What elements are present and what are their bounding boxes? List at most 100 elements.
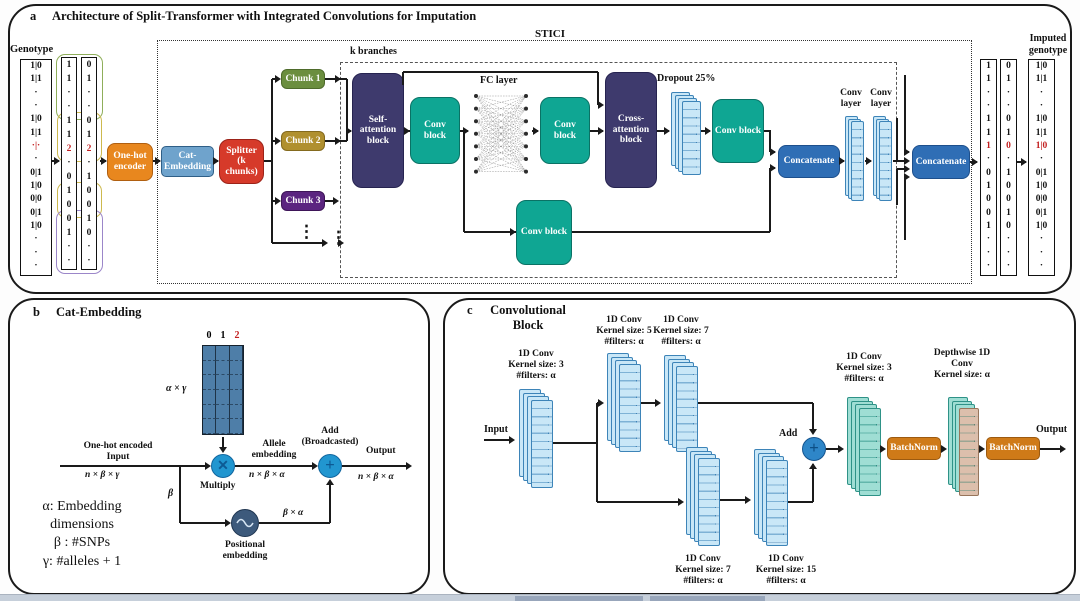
output-label-b: Output bbox=[366, 446, 396, 456]
cell-value: 1 bbox=[986, 221, 991, 232]
cell-value: 1 bbox=[86, 130, 92, 140]
cell-value: 1 bbox=[220, 330, 226, 341]
connector-line bbox=[325, 200, 337, 202]
stack-layer bbox=[859, 407, 881, 496]
multiply-label: Multiply bbox=[200, 481, 236, 491]
fc-layer-label: FC layer bbox=[480, 75, 518, 86]
connector-line bbox=[698, 402, 813, 404]
cell-value: 1|0 bbox=[30, 221, 42, 232]
cell-value: 0 bbox=[1006, 181, 1011, 192]
arrowhead bbox=[978, 445, 985, 453]
arrowhead bbox=[405, 462, 412, 470]
cell-value: 0|1 bbox=[1035, 207, 1048, 218]
cell-value: 0 bbox=[66, 214, 72, 224]
cell-value: 1 bbox=[1006, 207, 1011, 218]
cell-value: 1|1 bbox=[1035, 74, 1048, 85]
positional-embedding-node bbox=[231, 509, 259, 537]
arrowhead bbox=[219, 446, 227, 453]
cell-value: 1 bbox=[986, 61, 991, 71]
cell-value: 1 bbox=[1006, 74, 1011, 85]
matrix-cell bbox=[229, 419, 243, 434]
panel-c-letter: c bbox=[467, 303, 473, 317]
cell-value: 1|0 bbox=[1035, 141, 1048, 152]
matrix-cell bbox=[203, 360, 217, 376]
cell-value: · bbox=[87, 158, 91, 168]
arrowhead bbox=[53, 157, 60, 165]
cell-value: 1 bbox=[1006, 167, 1011, 178]
cell-value: 1 bbox=[66, 60, 72, 70]
beta-alpha-label: β × α bbox=[283, 508, 304, 518]
arrowhead bbox=[403, 127, 410, 135]
cell-value: · bbox=[986, 234, 991, 245]
connector-line bbox=[264, 160, 272, 162]
k-branches-label: k branches bbox=[350, 46, 397, 57]
panel-a-letter: a bbox=[30, 9, 37, 23]
self-attention-block: Self-attention block bbox=[352, 73, 404, 188]
cell-value: · bbox=[986, 261, 991, 272]
arrowhead bbox=[654, 399, 661, 407]
connector-line bbox=[402, 72, 404, 85]
connector-line bbox=[553, 442, 597, 444]
connector-line bbox=[904, 75, 906, 152]
cell-value: · bbox=[1039, 247, 1044, 258]
connector-line bbox=[342, 465, 410, 467]
cell-value: 2 bbox=[66, 144, 72, 154]
panel-c-title: Convolutional Block bbox=[490, 303, 566, 332]
cell-value: · bbox=[1039, 154, 1044, 165]
matrix-cell bbox=[203, 390, 217, 405]
matrix-cell bbox=[203, 346, 217, 361]
stack-layer bbox=[879, 121, 892, 201]
conv-layer-1-label: Conv layer bbox=[840, 88, 862, 110]
cell-value: 1 bbox=[986, 127, 991, 138]
positional-embedding-label: Positional embedding bbox=[222, 540, 268, 562]
cell-value: · bbox=[1006, 234, 1011, 245]
connector-line bbox=[769, 168, 771, 232]
bottom-bar-segment bbox=[650, 596, 765, 601]
arrowhead bbox=[508, 436, 515, 444]
arrowhead bbox=[326, 479, 334, 485]
stack-layer bbox=[959, 407, 980, 496]
chunk2b-outline bbox=[57, 182, 102, 218]
cell-value: 0 bbox=[986, 194, 991, 205]
cell-value: · bbox=[1039, 101, 1044, 112]
embedding-matrix bbox=[202, 345, 244, 435]
arrowhead bbox=[677, 498, 684, 506]
matrix-cell bbox=[203, 404, 217, 420]
connector-line bbox=[596, 403, 598, 502]
cell-value: · bbox=[67, 88, 71, 98]
connector-line bbox=[897, 168, 906, 170]
output-label-c: Output bbox=[1036, 424, 1068, 435]
input-dim-label: n × β × γ bbox=[85, 470, 120, 480]
cell-value: · bbox=[87, 102, 91, 112]
connector-line bbox=[826, 448, 841, 450]
cell-value: · bbox=[87, 88, 91, 98]
cell-value: · bbox=[986, 87, 991, 98]
arrowhead bbox=[903, 165, 910, 173]
arrowhead bbox=[940, 445, 947, 453]
panel-b-letter: b bbox=[33, 305, 40, 319]
plus-icon: + bbox=[325, 455, 335, 474]
cell-value: 0 bbox=[1006, 194, 1011, 205]
arrowhead bbox=[971, 158, 978, 166]
stack-layer bbox=[766, 459, 788, 546]
connector-line bbox=[1040, 448, 1063, 450]
cell-value: · bbox=[34, 87, 38, 98]
connector-line bbox=[60, 465, 206, 467]
arrowhead bbox=[1020, 158, 1027, 166]
cell-value: · bbox=[34, 101, 38, 112]
connector-line bbox=[271, 79, 273, 243]
arrowhead bbox=[879, 445, 886, 453]
add-broadcast-label: Add (Broadcasted) bbox=[301, 426, 359, 448]
cell-value: 1|0 bbox=[1035, 61, 1048, 71]
arrowhead bbox=[100, 157, 107, 165]
cell-value: 0 bbox=[206, 330, 212, 341]
arrowhead bbox=[334, 137, 341, 145]
cell-value: · bbox=[1006, 101, 1011, 112]
arrowhead bbox=[597, 399, 604, 407]
arrowhead bbox=[837, 445, 844, 453]
matrix-cell bbox=[216, 375, 230, 390]
